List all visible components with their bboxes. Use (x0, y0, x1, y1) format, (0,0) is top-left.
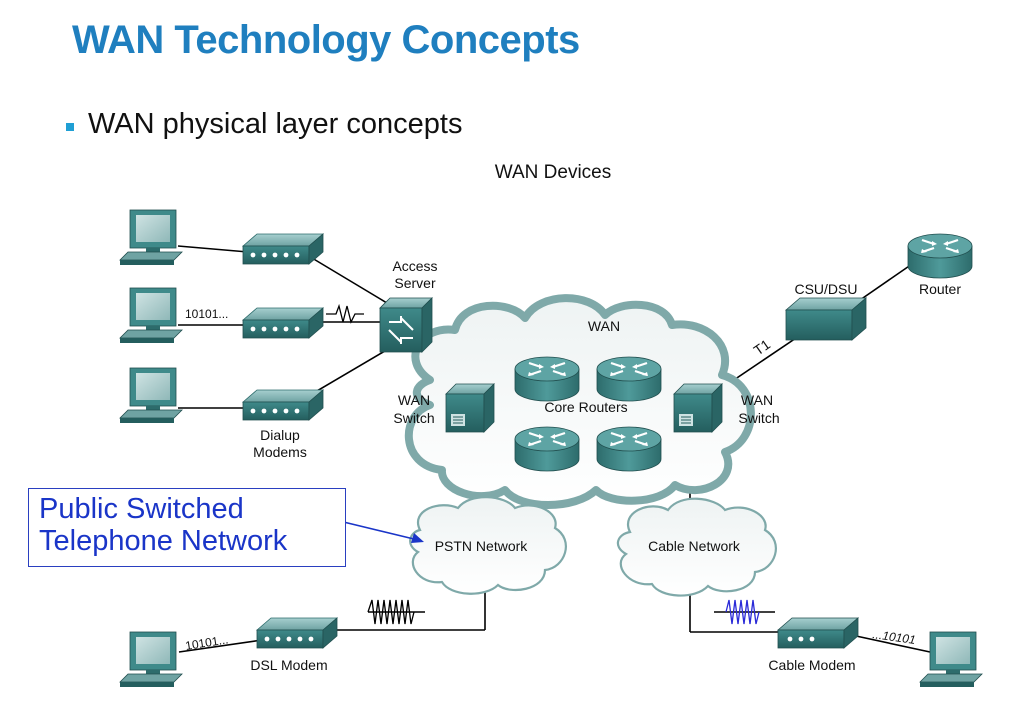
dsl-modem-icon (256, 617, 338, 649)
pstn-callout-box: Public Switched Telephone Network (28, 488, 346, 567)
modem-icon (242, 233, 324, 265)
wan-switch-icon (445, 383, 495, 433)
pstn-cloud (409, 496, 567, 595)
bullet-text: WAN physical layer concepts (88, 108, 463, 140)
cable-network-label: Cable Network (648, 538, 741, 554)
router-icon (513, 425, 581, 473)
computer-icon (119, 209, 183, 266)
bitstream-label: ...10101 (872, 627, 917, 647)
bitstream-label: 10101... (185, 307, 228, 321)
t1-label: T1 (751, 336, 774, 359)
callout-arrowhead (411, 533, 424, 543)
wan-switch-icon (673, 383, 723, 433)
cable-network-cloud (616, 497, 777, 597)
cable-modem-label: Cable Modem (768, 657, 855, 673)
csu-dsu-label: CSU/DSU (794, 281, 857, 297)
dialup-modems-label: Modems (253, 444, 307, 460)
wan-cloud (404, 294, 755, 509)
dsl-signal-icon (367, 599, 415, 625)
callout-line-2: Telephone Network (39, 525, 288, 557)
callout-line-1: Public Switched (39, 493, 244, 525)
router-icon (513, 355, 581, 403)
cable-modem-icon (776, 617, 860, 649)
diagram-heading: WAN Devices (495, 162, 611, 183)
computer-icon (119, 287, 183, 344)
router-label: Router (919, 281, 961, 297)
router-icon (595, 425, 663, 473)
access-server-label: Server (394, 275, 436, 291)
router-icon (906, 232, 974, 280)
page-title: WAN Technology Concepts (72, 18, 580, 62)
modem-icon (242, 307, 324, 339)
bullet-item: WAN physical layer concepts (66, 108, 462, 141)
wan-label: WAN (588, 318, 620, 334)
bullet-square-icon (66, 122, 74, 131)
dialup-modems-label: Dialup (260, 427, 300, 443)
dsl-modem-label: DSL Modem (250, 657, 327, 673)
csu-dsu-icon (784, 297, 868, 341)
router-icon (595, 355, 663, 403)
cable-signal-icon (725, 599, 760, 625)
pstn-network-label: PSTN Network (435, 538, 529, 554)
computer-icon (119, 631, 183, 688)
bitstream-label: 10101... (184, 632, 229, 653)
access-server-icon (379, 297, 433, 353)
wan-switch-label: Switch (393, 410, 434, 426)
core-routers-label: Core Routers (544, 399, 627, 415)
wan-switch-label: WAN (741, 392, 773, 408)
computer-icon (919, 631, 983, 688)
wan-switch-label: WAN (398, 392, 430, 408)
access-server-label: Access (392, 258, 437, 274)
computer-icon (119, 367, 183, 424)
modem-icon (242, 389, 324, 421)
analog-signal-icon (326, 303, 364, 324)
wan-switch-label: Switch (738, 410, 779, 426)
